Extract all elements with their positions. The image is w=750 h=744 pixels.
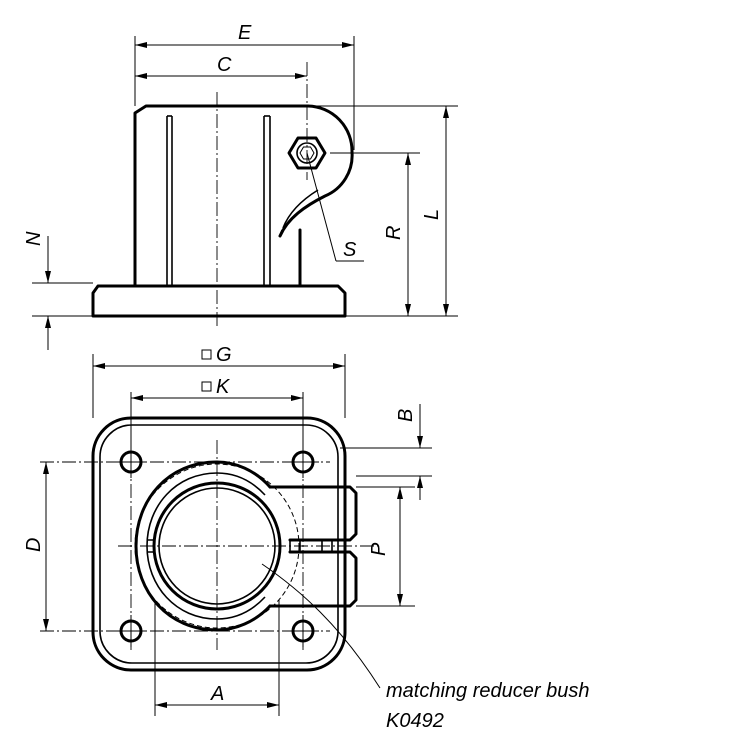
note-reducer-bush: matching reducer bush [386,680,589,702]
clamp-body [268,485,358,542]
dim-A-label: A [210,683,224,705]
clamp-body-lower [268,550,358,608]
side-socket-hex [299,146,315,160]
dim-K-square-symbol [201,381,212,392]
leader-reducer-bush [261,563,381,689]
dim-E-label: E [238,22,252,44]
side-body [133,104,310,288]
top-flange-inner [99,424,339,664]
dim-R-label: R [383,226,405,240]
dim-C-label: C [217,54,232,76]
leader-S-line [306,152,337,262]
side-view: E C L R N S [23,22,458,350]
side-clamp-slot [282,189,319,229]
side-clamp-tip [279,229,283,237]
dim-K-label: K [216,376,231,398]
dim-D-label: D [23,538,45,552]
dim-G-label: G [216,344,232,366]
top-flange-outer [91,416,347,672]
note-part-number: K0492 [386,710,444,732]
top-view: G K D P B A matching reducer bush K0492 [23,344,589,732]
leader-S-label: S [343,239,357,261]
dim-G-square-symbol [201,349,212,360]
dim-B-label: B [395,409,417,422]
dim-L-label: L [421,209,443,220]
dim-P-label: P [368,542,390,556]
side-hex-screw [287,136,327,170]
side-clamp-lug [278,104,354,238]
side-base-flange [91,284,347,318]
dim-N-label: N [23,231,45,246]
